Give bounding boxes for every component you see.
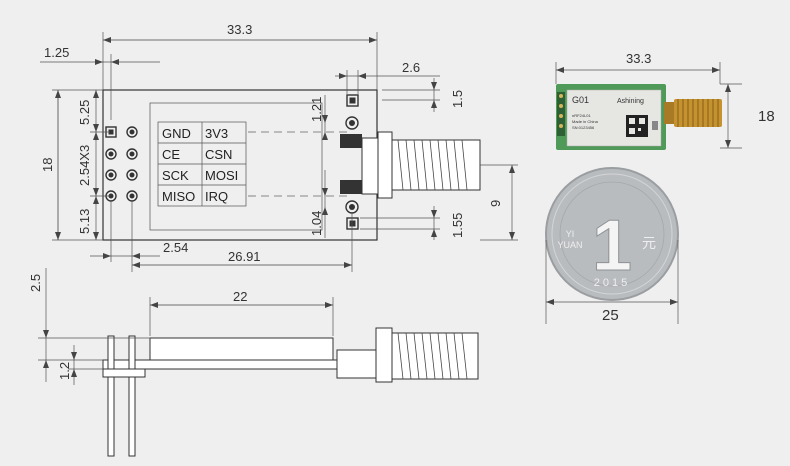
pin-label: MOSI xyxy=(205,168,238,183)
coin: 1 YI YUAN 元 2015 25 xyxy=(545,167,679,324)
antenna-base xyxy=(664,102,674,124)
coin-en-1: YI xyxy=(566,229,575,239)
dim-top-offset: 1.5 xyxy=(450,90,465,108)
module-label-1: nRF24L01 xyxy=(572,113,591,118)
coin-year: 2015 xyxy=(594,277,630,289)
dim-shield-length: 22 xyxy=(233,289,247,304)
module-brand: Ashining xyxy=(617,98,644,105)
dim-top-margin: 5.25 xyxy=(77,100,92,125)
coin-cn: 元 xyxy=(642,235,656,251)
dim-pitch: 2.54 xyxy=(163,240,188,255)
dim-width: 33.3 xyxy=(227,22,252,37)
module-label-2: Made in China xyxy=(572,119,599,124)
pin-label: GND xyxy=(162,126,191,141)
module-model: G01 xyxy=(572,95,589,105)
dim-ant-width: 2.6 xyxy=(402,60,420,75)
pin-label: 3V3 xyxy=(205,126,228,141)
pin-label: MISO xyxy=(162,189,195,204)
dim-height: 18 xyxy=(40,158,55,172)
dim-pad-offset-top: 1.21 xyxy=(309,97,324,122)
top-view: GND 3V3 CE CSN SCK MOSI MISO IRQ xyxy=(40,22,518,272)
coin-en-2: YUAN xyxy=(557,240,582,250)
dim-ant-height: 9 xyxy=(488,200,503,207)
module-label-3: SN:0123456 xyxy=(572,125,595,130)
coin-denomination: 1 xyxy=(592,206,632,286)
sma-connector xyxy=(361,131,481,199)
dim-thickness: 2.5 xyxy=(28,274,43,292)
dim-bottom-offset: 1.55 xyxy=(450,213,465,238)
dim-pin-offset: 1.25 xyxy=(44,45,69,60)
photo-height: 18 xyxy=(758,108,775,125)
pin-label: IRQ xyxy=(205,189,228,204)
pin-table: GND 3V3 CE CSN SCK MOSI MISO IRQ xyxy=(157,121,247,207)
dim-pad-offset-bottom: 1.04 xyxy=(309,211,324,236)
module-photo: 33.3 18 G01 Ashining nRF24L01 Made in Ch… xyxy=(555,51,775,150)
antenna-pads xyxy=(340,94,362,230)
board-outline xyxy=(102,89,378,241)
pin-label: CSN xyxy=(205,147,232,162)
coin-diameter: 25 xyxy=(602,307,619,324)
header-pins xyxy=(105,126,138,202)
side-view: 22 2.5 1.2 xyxy=(28,268,479,457)
shield-outline xyxy=(149,102,323,231)
dim-pcb-thickness: 1.2 xyxy=(57,362,72,380)
dim-pin-pitch: 2.54X3 xyxy=(77,145,92,186)
dim-pin-to-ant: 26.91 xyxy=(228,249,261,264)
dim-bottom-margin: 5.13 xyxy=(77,209,92,234)
pin-label: CE xyxy=(162,147,180,162)
photo-width: 33.3 xyxy=(626,51,651,66)
pin-label: SCK xyxy=(162,168,189,183)
